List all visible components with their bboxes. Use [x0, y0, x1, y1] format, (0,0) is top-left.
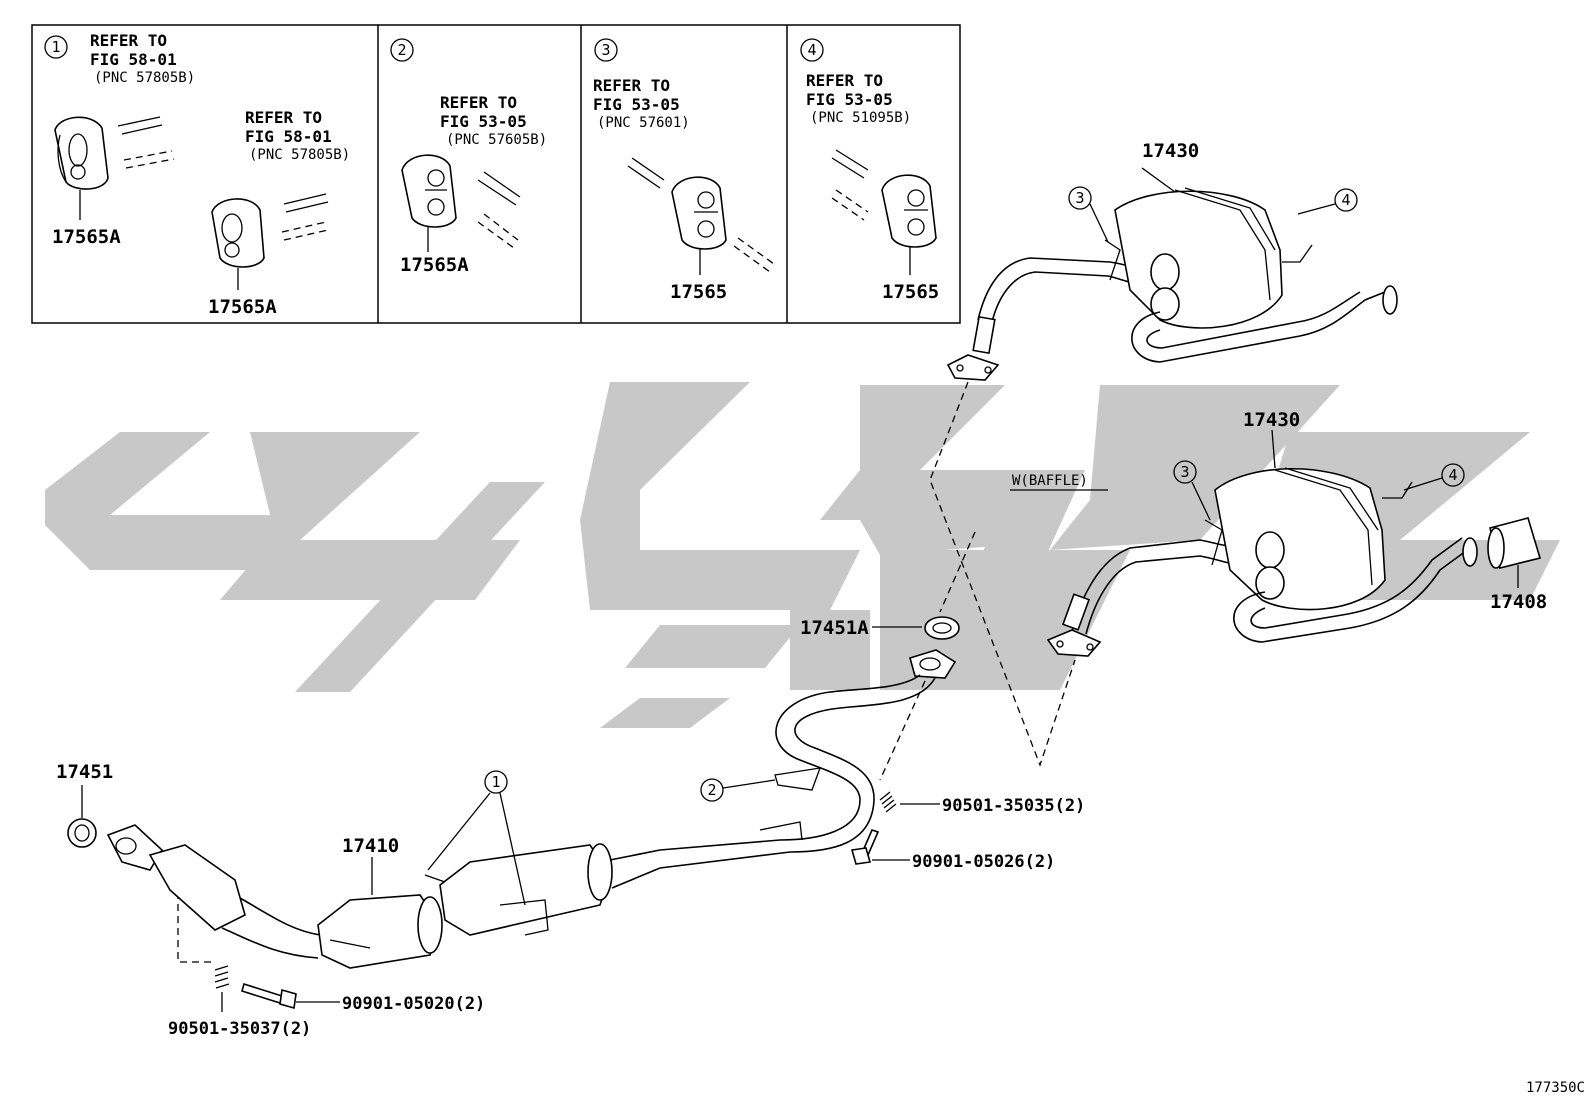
inset-panel-2: 2 REFER TO FIG 53-05 (PNC 57605B) 17565A: [390, 38, 547, 276]
panel-2-ref-pnc: (PNC 57605B): [446, 132, 547, 148]
spring-front: [214, 965, 230, 989]
callout-baffle-note: W(BAFFLE): [1012, 473, 1088, 489]
panel-1-part-label-2: 17565A: [208, 296, 277, 318]
callout-gasket-front: 17451: [56, 761, 113, 783]
bolt-center: [850, 829, 880, 865]
callout-circle-upper-left: 3: [1075, 189, 1084, 207]
panel-1-ref-1-refer: REFER TO: [90, 31, 167, 50]
rubber-hanger-icon: [671, 176, 727, 250]
spring-center: [879, 791, 897, 813]
inset-panel-4: 4 REFER TO FIG 53-05 (PNC 51095B) 17565: [800, 38, 939, 303]
rubber-hanger-icon: [211, 198, 265, 268]
callout-bolt-front: 90901-05020(2): [342, 994, 485, 1014]
callout-spring-front: 90501-35037(2): [168, 1019, 311, 1039]
panel-1-ref-2-refer: REFER TO: [245, 108, 322, 127]
panel-4-part-label: 17565: [882, 281, 939, 303]
callout-spring-center: 90501-35035(2): [942, 796, 1085, 816]
figure-id: 177350C: [1526, 1080, 1585, 1096]
panel-4-index: 4: [807, 41, 816, 59]
upper-muffler-assembly: [946, 187, 1398, 381]
callout-muffler-lower: 17430: [1243, 409, 1300, 431]
panel-1-ref-1-fig: FIG 58-01: [90, 50, 177, 69]
gasket-center: [924, 616, 960, 640]
tail-pipe-tip: [1487, 517, 1542, 569]
lower-muffler-assembly: [1046, 467, 1478, 657]
panel-4-ref-fig: FIG 53-05: [806, 90, 893, 109]
callout-circle-lower-left: 3: [1180, 463, 1189, 481]
rubber-hanger-icon: [54, 116, 109, 190]
callout-bolt-center: 90901-05026(2): [912, 852, 1055, 872]
callout-converter: 17410: [342, 835, 399, 857]
callout-circle-center-pipe: 2: [707, 781, 716, 799]
panel-2-ref-refer: REFER TO: [440, 93, 517, 112]
panel-3-part-label: 17565: [670, 281, 727, 303]
panel-1-part-label-1: 17565A: [52, 226, 121, 248]
callout-tail-tip: 17408: [1490, 591, 1547, 613]
catalytic-converter-assembly: [106, 824, 661, 969]
inset-panel-1: 1 REFER TO FIG 58-01 (PNC 57805B) REFER …: [44, 31, 350, 318]
gasket-front: [67, 818, 97, 848]
panel-4-ref-refer: REFER TO: [806, 71, 883, 90]
inset-panels: 1 REFER TO FIG 58-01 (PNC 57805B) REFER …: [31, 24, 961, 324]
center-exhaust-pipe: [659, 649, 957, 869]
panel-3-ref-fig: FIG 53-05: [593, 95, 680, 114]
panel-2-index: 2: [397, 41, 406, 59]
panel-1-ref-1-pnc: (PNC 57805B): [94, 70, 195, 86]
dashed-connector-lines: [177, 381, 1076, 963]
callout-muffler-upper: 17430: [1142, 140, 1199, 162]
panel-2-ref-fig: FIG 53-05: [440, 112, 527, 131]
panel-1-ref-2-pnc: (PNC 57805B): [249, 147, 350, 163]
callout-circle-upper-right: 4: [1341, 191, 1350, 209]
callout-circle-converter: 1: [491, 773, 500, 791]
panel-3-index: 3: [601, 41, 610, 59]
callout-gasket-center: 17451A: [800, 617, 869, 639]
panel-2-part-label: 17565A: [400, 254, 469, 276]
bolt-front: [241, 982, 297, 1010]
panel-4-ref-pnc: (PNC 51095B): [810, 110, 911, 126]
rubber-hanger-icon: [401, 154, 457, 228]
callout-circle-lower-right: 4: [1448, 466, 1457, 484]
panel-3-ref-pnc: (PNC 57601): [597, 115, 690, 131]
panel-1-ref-2-fig: FIG 58-01: [245, 127, 332, 146]
inset-panel-3: 3 REFER TO FIG 53-05 (PNC 57601) 17565: [593, 38, 775, 303]
rubber-hanger-icon: [881, 174, 937, 248]
panel-3-ref-refer: REFER TO: [593, 76, 670, 95]
panel-1-index: 1: [51, 38, 60, 56]
